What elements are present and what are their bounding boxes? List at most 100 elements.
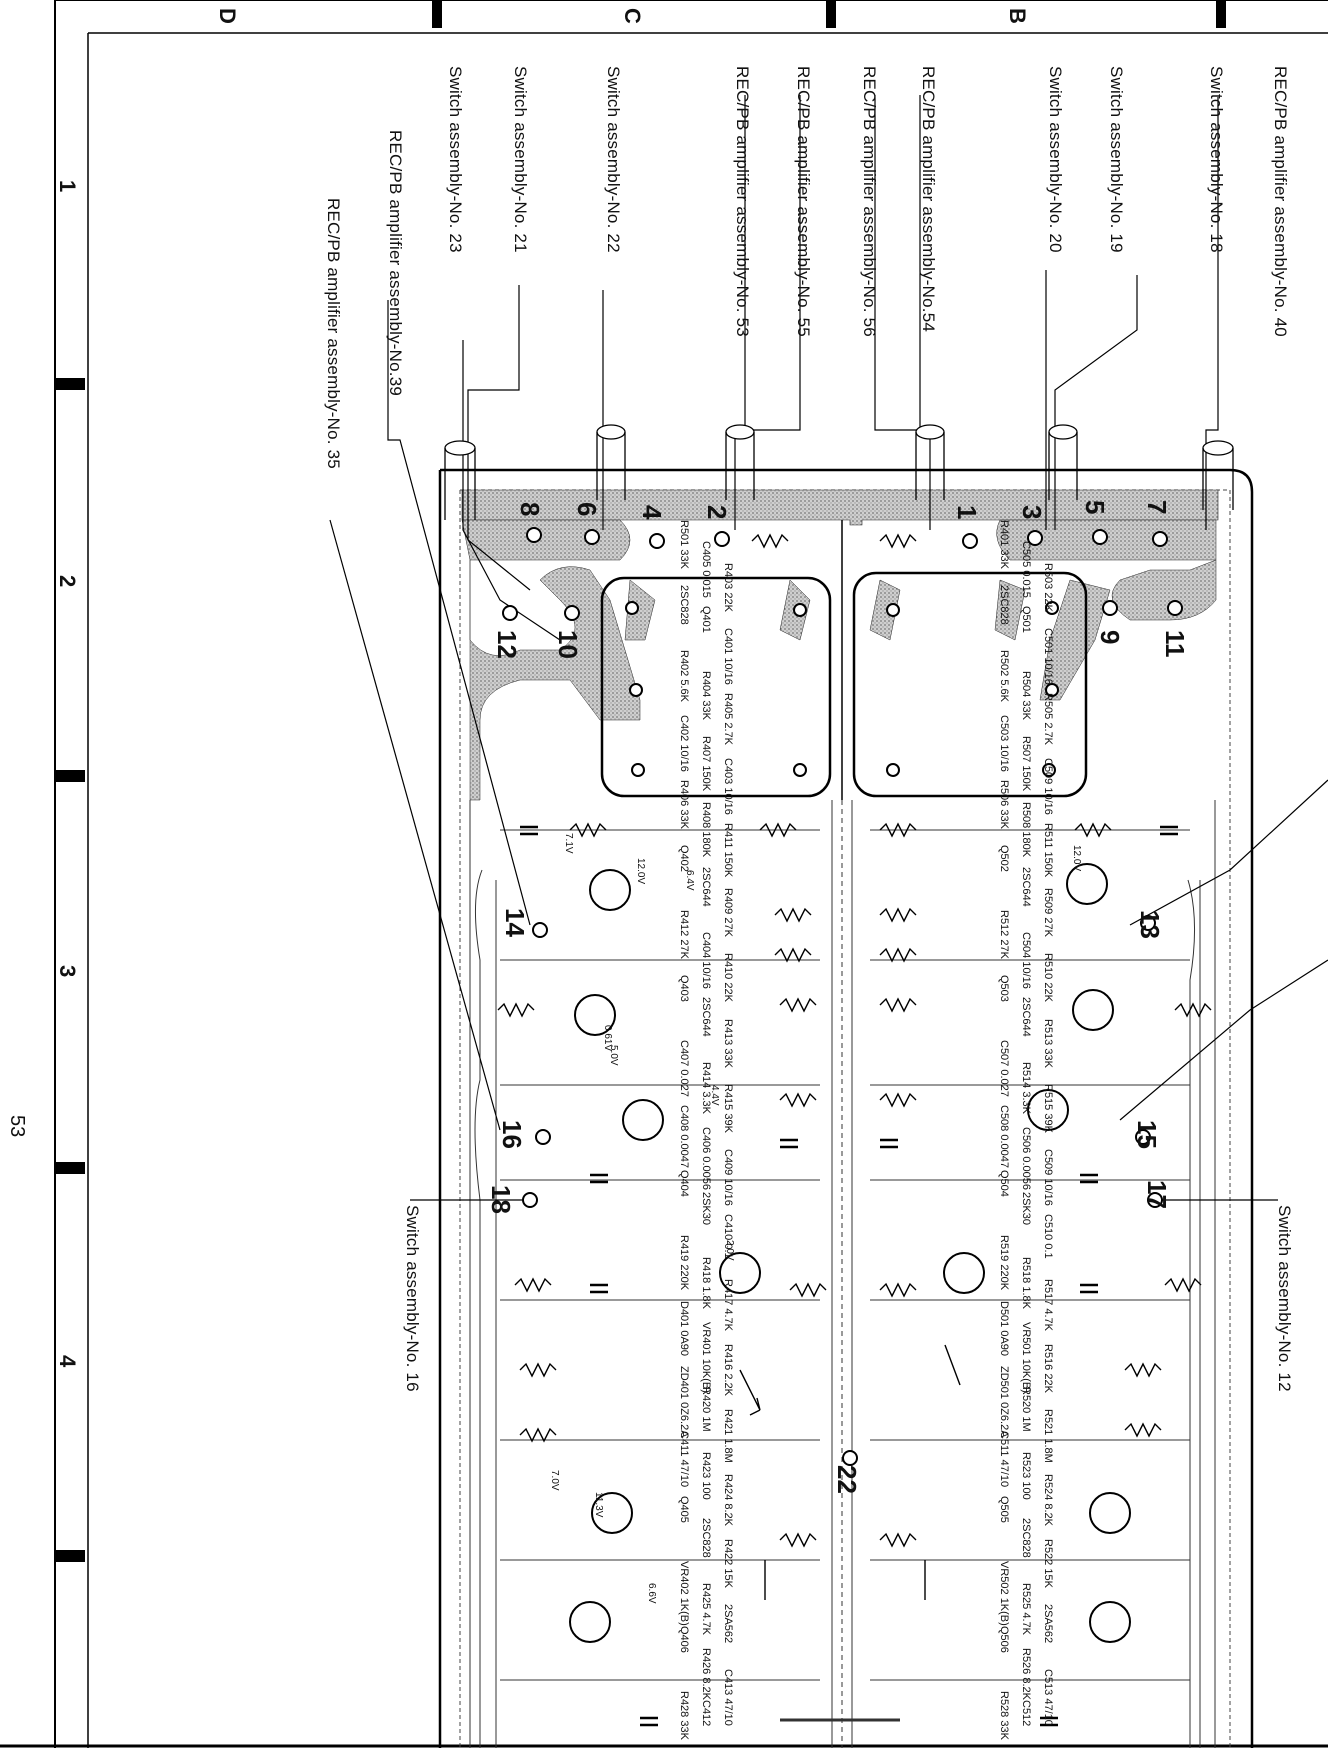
terminal-17: 17 bbox=[1142, 1180, 1172, 1209]
callout-amp-55: REC/PB amplifier assembly-No. 55 bbox=[794, 66, 813, 337]
component-label: C512 bbox=[1020, 1700, 1032, 1727]
ruler-mark bbox=[1216, 0, 1226, 28]
component-label: Q505 bbox=[998, 1496, 1010, 1523]
component-label: R509 27K bbox=[1042, 888, 1054, 937]
component-label: VR402 1K(B) bbox=[678, 1561, 690, 1626]
copper-trace-10-12 bbox=[469, 560, 641, 801]
ruler-mark bbox=[55, 770, 85, 782]
board-outline bbox=[438, 468, 1254, 1748]
component-label: R510 22K bbox=[1042, 953, 1054, 1002]
component-label: R525 4.7K bbox=[1020, 1583, 1032, 1635]
component-label: 2SC828 bbox=[700, 1518, 712, 1558]
callout-amp-53: REC/PB amplifier assembly-No. 53 bbox=[733, 66, 752, 337]
grid-row-4: 4 bbox=[55, 1355, 80, 1368]
component-label: 2SA562 bbox=[722, 1604, 734, 1644]
component-label: C503 10/16 bbox=[998, 715, 1010, 772]
component-label: R519 220K bbox=[998, 1235, 1010, 1291]
callout-switch-22: Switch assembly-No. 22 bbox=[604, 66, 623, 253]
component-label: C501 10/16 bbox=[1042, 628, 1054, 685]
component-label: R411 150K bbox=[722, 823, 734, 878]
component-label: R426 8.2K bbox=[700, 1648, 712, 1700]
copper-trace-mid bbox=[624, 579, 1026, 641]
ruler-mark bbox=[432, 0, 442, 28]
voltage-label: 7.1V bbox=[563, 833, 574, 854]
voltage-label: 4.4V bbox=[709, 1085, 720, 1106]
callout-switch-16: Switch assembly-No. 16 bbox=[403, 1205, 422, 1392]
component-label: R401 33K bbox=[998, 520, 1010, 569]
component-label: C409 10/16 bbox=[722, 1149, 734, 1206]
component-label: Q406 bbox=[678, 1626, 690, 1653]
grid-col-D: D bbox=[215, 8, 240, 24]
component-label: R415 39K bbox=[722, 1084, 734, 1133]
component-label: C506 0.0056 bbox=[1020, 1127, 1032, 1190]
voltage-label: 6.4V bbox=[684, 870, 695, 891]
component-label: VR501 10K(B) bbox=[1020, 1322, 1032, 1393]
component-label: Q506 bbox=[998, 1626, 1010, 1653]
component-label: R511 150K bbox=[1042, 823, 1054, 878]
component-label: R528 33K bbox=[998, 1691, 1010, 1740]
capacitors bbox=[520, 825, 1178, 1727]
component-label: R502 5.6K bbox=[998, 650, 1010, 702]
component-label: Q503 bbox=[998, 975, 1010, 1002]
component-label: R505 2.7K bbox=[1042, 693, 1054, 745]
terminal-6: 6 bbox=[572, 502, 602, 517]
component-label: C504 10/16 bbox=[1020, 932, 1032, 989]
component-label: C508 0.0047 bbox=[998, 1105, 1010, 1168]
component-label: C405 0.015 bbox=[700, 541, 712, 598]
component-label: R403 22K bbox=[722, 563, 734, 612]
ruler-mark bbox=[55, 1550, 85, 1562]
coax-shields bbox=[444, 424, 1234, 520]
callout-amp-40: REC/PB amplifier assembly-No. 40 bbox=[1271, 66, 1290, 337]
component-label: Q401 bbox=[700, 606, 712, 633]
voltage-label: 11.3V bbox=[593, 1492, 604, 1518]
voltage-label: 12.0V bbox=[1071, 845, 1082, 872]
component-label: R423 100 bbox=[700, 1452, 712, 1500]
component-label: R523 100 bbox=[1020, 1452, 1032, 1500]
terminal-7: 7 bbox=[1142, 500, 1172, 515]
component-label: C509 10/16 bbox=[1042, 758, 1054, 815]
component-label: Q402 bbox=[678, 845, 690, 872]
component-label: Q502 bbox=[998, 845, 1010, 872]
component-label: R424 8.2K bbox=[722, 1474, 734, 1526]
component-label: C513 47/10 bbox=[1042, 1669, 1054, 1726]
copper-trace-9-11 bbox=[1111, 559, 1217, 621]
page-number: 53 bbox=[6, 1115, 28, 1138]
component-label: R418 1.8K bbox=[700, 1257, 712, 1309]
component-label: R410 22K bbox=[722, 953, 734, 1002]
component-label: C403 10/16 bbox=[722, 758, 734, 815]
callout-switch-18: Switch assembly-No. 18 bbox=[1207, 66, 1226, 253]
component-label: Q504 bbox=[998, 1170, 1010, 1197]
component-label: ZD501 0Z6.2A bbox=[998, 1366, 1010, 1438]
component-label: 2SC828 bbox=[678, 585, 690, 625]
terminal-10: 10 bbox=[553, 630, 583, 659]
component-label: R408 180K bbox=[700, 802, 712, 858]
component-label: ZD401 0Z6.2A bbox=[678, 1366, 690, 1438]
traces bbox=[469, 800, 1216, 1748]
callout-switch-20: Switch assembly-No. 20 bbox=[1046, 66, 1065, 253]
component-label: R412 27K bbox=[678, 910, 690, 959]
component-label: R402 5.6K bbox=[678, 650, 690, 702]
voltage-label: 7.0V bbox=[549, 1470, 560, 1491]
component-label: R407 150K bbox=[700, 736, 712, 792]
flying-leads bbox=[329, 95, 1328, 1201]
component-label: C401 10/16 bbox=[722, 628, 734, 685]
component-label: C406 0.0056 bbox=[700, 1127, 712, 1190]
component-label: D401 0A90 bbox=[678, 1301, 690, 1357]
component-label: R514 3.3K bbox=[1020, 1062, 1032, 1114]
callout-amp-35: REC/PB amplifier assembly-No. 35 bbox=[324, 198, 343, 469]
component-label: 2SC644 bbox=[1020, 997, 1032, 1037]
component-label: R416 2.2K bbox=[722, 1344, 734, 1396]
component-label: R404 33K bbox=[700, 671, 712, 720]
component-label: C412 bbox=[700, 1700, 712, 1727]
component-label: R518 1.8K bbox=[1020, 1257, 1032, 1309]
grid-col-B: B bbox=[1005, 8, 1030, 24]
ruler-mark bbox=[55, 1162, 85, 1174]
component-label: R420 1M bbox=[700, 1387, 712, 1432]
component-label: Q403 bbox=[678, 975, 690, 1002]
component-label: 2SC644 bbox=[1020, 867, 1032, 907]
callout-amp-39: REC/PB amplifier assembly-No.39 bbox=[386, 130, 405, 397]
callout-amp-56: REC/PB amplifier assembly-No. 56 bbox=[860, 66, 879, 337]
terminal-pads bbox=[502, 527, 1183, 1466]
